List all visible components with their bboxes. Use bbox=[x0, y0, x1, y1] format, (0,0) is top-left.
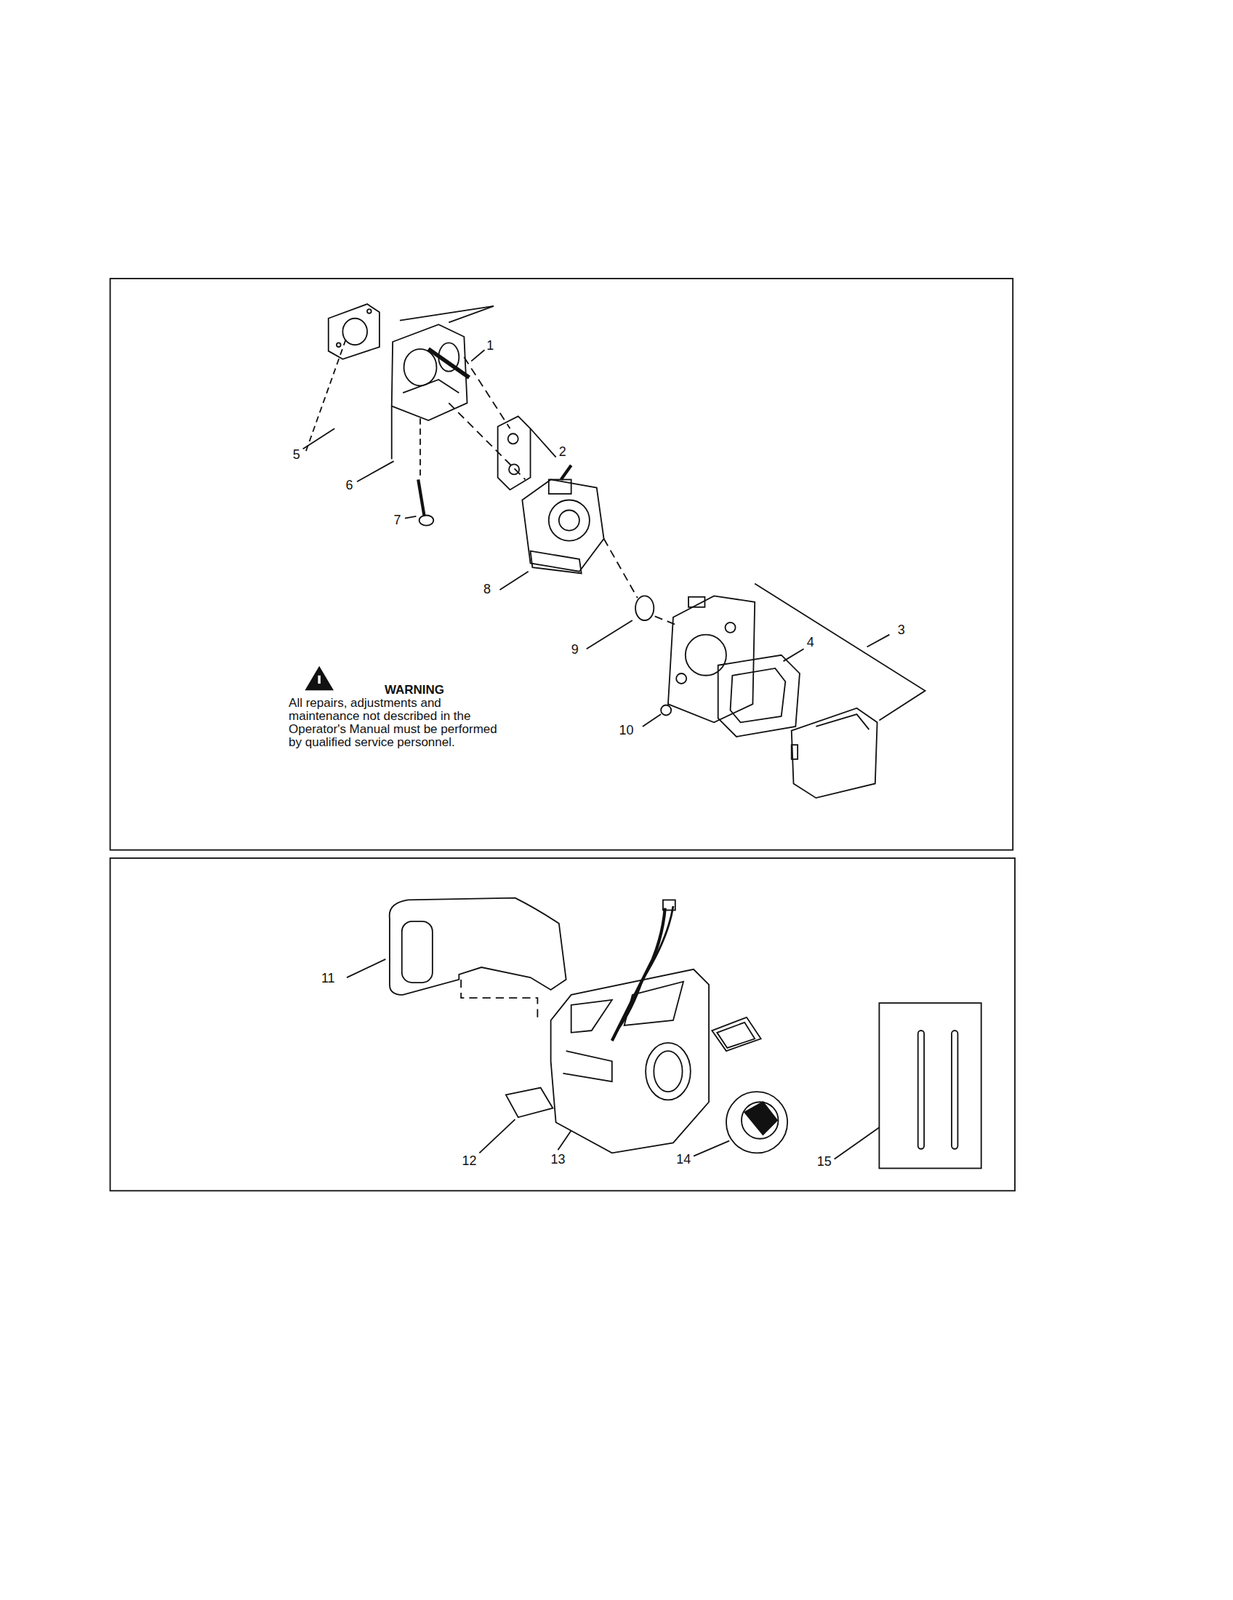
air-filter-cover bbox=[791, 708, 878, 798]
leader-line bbox=[471, 349, 485, 361]
panel-frame bbox=[110, 278, 1014, 850]
callout-number: 1 bbox=[486, 338, 494, 352]
o-ring bbox=[635, 595, 654, 621]
bolt bbox=[418, 479, 424, 517]
callout-number: 3 bbox=[897, 623, 906, 637]
callout-number: 4 bbox=[806, 635, 815, 649]
callout-number: 5 bbox=[292, 447, 301, 461]
parts-box bbox=[878, 1002, 981, 1168]
callout-number: 11 bbox=[321, 971, 336, 985]
pad bbox=[711, 1017, 761, 1051]
shroud bbox=[389, 897, 567, 995]
callout-number: 15 bbox=[817, 1154, 832, 1168]
gasket bbox=[497, 415, 531, 490]
warning-heading: WARNING bbox=[384, 683, 445, 696]
callout-number: 14 bbox=[676, 1152, 691, 1166]
air-filter-base bbox=[668, 595, 755, 722]
leader-line bbox=[399, 306, 494, 321]
callout-number: 7 bbox=[394, 513, 402, 527]
intake-manifold bbox=[391, 324, 468, 421]
panel-frame bbox=[110, 857, 1015, 1191]
fuel-cap bbox=[726, 1091, 788, 1153]
callout-number: 12 bbox=[462, 1153, 477, 1167]
screw bbox=[428, 348, 469, 378]
fuel-tank bbox=[551, 969, 709, 1154]
nut bbox=[660, 704, 672, 715]
pad bbox=[505, 1087, 554, 1118]
leader-line bbox=[448, 306, 494, 323]
callout-number: 6 bbox=[346, 478, 354, 492]
callout-number: 2 bbox=[559, 444, 567, 459]
warning-icon bbox=[306, 667, 333, 690]
callout-number: 10 bbox=[619, 723, 634, 737]
warning-note: All repairs, adjustments and maintenance… bbox=[288, 696, 505, 749]
callout-number: 9 bbox=[571, 642, 579, 656]
callout-number: 13 bbox=[551, 1152, 566, 1166]
carburetor bbox=[521, 479, 604, 571]
bracket bbox=[754, 583, 925, 721]
callout-number: 8 bbox=[483, 582, 491, 596]
gasket bbox=[328, 303, 380, 360]
air-filter bbox=[718, 655, 800, 737]
